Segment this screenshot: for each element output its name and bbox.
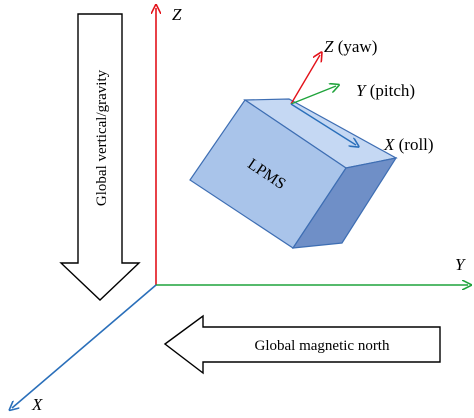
global-z-label: Z bbox=[172, 5, 182, 24]
gravity-arrow: Global vertical/gravity bbox=[59, 13, 141, 301]
magnetic-north-label: Global magnetic north bbox=[255, 338, 390, 354]
local-z-label: Z (yaw) bbox=[324, 37, 377, 56]
local-y-axis bbox=[290, 86, 336, 105]
local-x-axis bbox=[290, 103, 356, 145]
global-x-axis bbox=[12, 284, 157, 408]
local-z-axis bbox=[290, 55, 320, 105]
lpms-sensor: LPMS bbox=[189, 98, 398, 249]
sensor-local-axes: Z (yaw) Y (pitch) X (roll) bbox=[290, 37, 434, 154]
global-axes: Z Y X bbox=[12, 5, 468, 414]
gravity-label: Global vertical/gravity bbox=[94, 69, 110, 206]
local-x-label: X (roll) bbox=[383, 135, 434, 154]
global-x-label: X bbox=[31, 395, 43, 414]
sensor-side-face bbox=[291, 157, 398, 249]
local-y-label: Y (pitch) bbox=[356, 81, 415, 100]
global-y-label: Y bbox=[455, 255, 466, 274]
magnetic-north-arrow: Global magnetic north bbox=[163, 314, 441, 375]
